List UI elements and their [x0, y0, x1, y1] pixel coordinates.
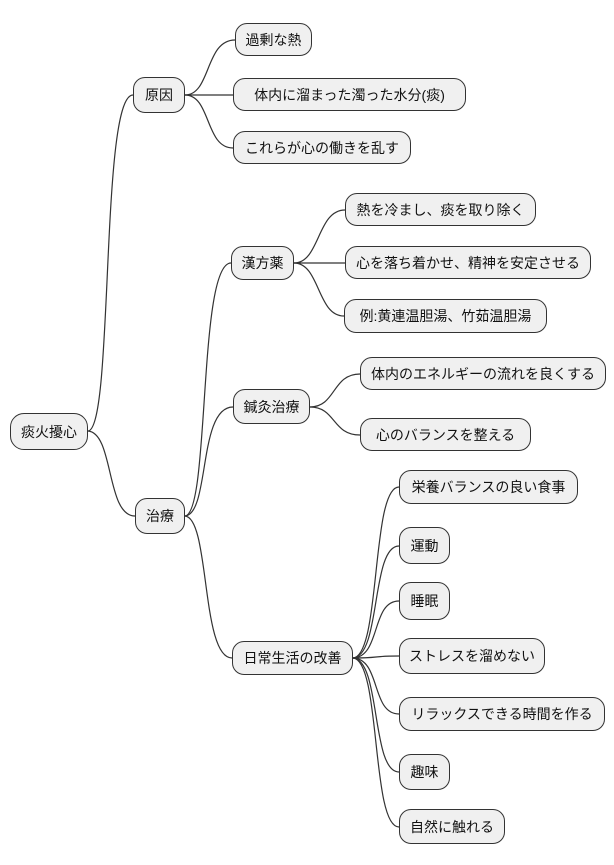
node-hobby: 趣味	[399, 754, 450, 790]
node-daily-life: 日常生活の改善	[232, 641, 353, 675]
node-cool-heat: 熱を冷まし、痰を取り除く	[345, 193, 536, 226]
edge-daily-exercise	[352, 545, 400, 659]
node-nature: 自然に触れる	[399, 809, 505, 844]
node-calm-mind: 心を落ち着かせ、精神を安定させる	[345, 246, 591, 279]
edge-daily-nature	[352, 657, 400, 828]
edge-daily-hobby	[352, 657, 400, 773]
edge-acupuncture-energy-flow	[309, 373, 361, 408]
node-nutrition: 栄養バランスの良い食事	[399, 470, 578, 504]
node-treatment: 治療	[135, 498, 185, 534]
edge-treatment-daily-life	[184, 515, 233, 659]
node-kampo-examples: 例:黄連温胆湯、竹茹温胆湯	[344, 299, 547, 333]
node-sleep: 睡眠	[399, 582, 450, 620]
edge-treatment-acupuncture	[184, 406, 234, 517]
node-acupuncture: 鍼灸治療	[233, 389, 310, 424]
edge-root-cause	[87, 94, 134, 432]
edge-daily-sleep	[352, 600, 400, 659]
edge-daily-nutrition	[352, 486, 400, 659]
node-exercise: 運動	[399, 527, 450, 564]
node-disturb-heart: これらが心の働きを乱す	[233, 131, 411, 164]
edge-kampo-cool-heat	[293, 209, 346, 264]
edge-daily-relax-time	[352, 657, 400, 715]
edge-acupuncture-heart-balance	[309, 406, 361, 436]
edge-daily-no-stress	[352, 655, 400, 659]
edge-root-treatment	[87, 430, 136, 517]
edge-cause-excess-heat	[184, 39, 236, 96]
edge-treatment-kampo	[184, 262, 232, 517]
node-kampo: 漢方薬	[231, 246, 294, 280]
edge-cause-disturb-heart	[184, 94, 234, 149]
node-relax-time: リラックスできる時間を作る	[399, 697, 605, 731]
node-excess-heat: 過剰な熱	[235, 23, 312, 56]
node-energy-flow: 体内のエネルギーの流れを良くする	[360, 357, 606, 390]
edge-kampo-examples	[293, 262, 345, 317]
node-no-stress: ストレスを溜めない	[399, 638, 545, 674]
node-heart-balance: 心のバランスを整える	[360, 418, 531, 451]
node-turbid-fluid: 体内に溜まった濁った水分(痰)	[233, 78, 466, 111]
node-root: 痰火擾心	[10, 413, 88, 450]
node-cause: 原因	[133, 77, 185, 113]
